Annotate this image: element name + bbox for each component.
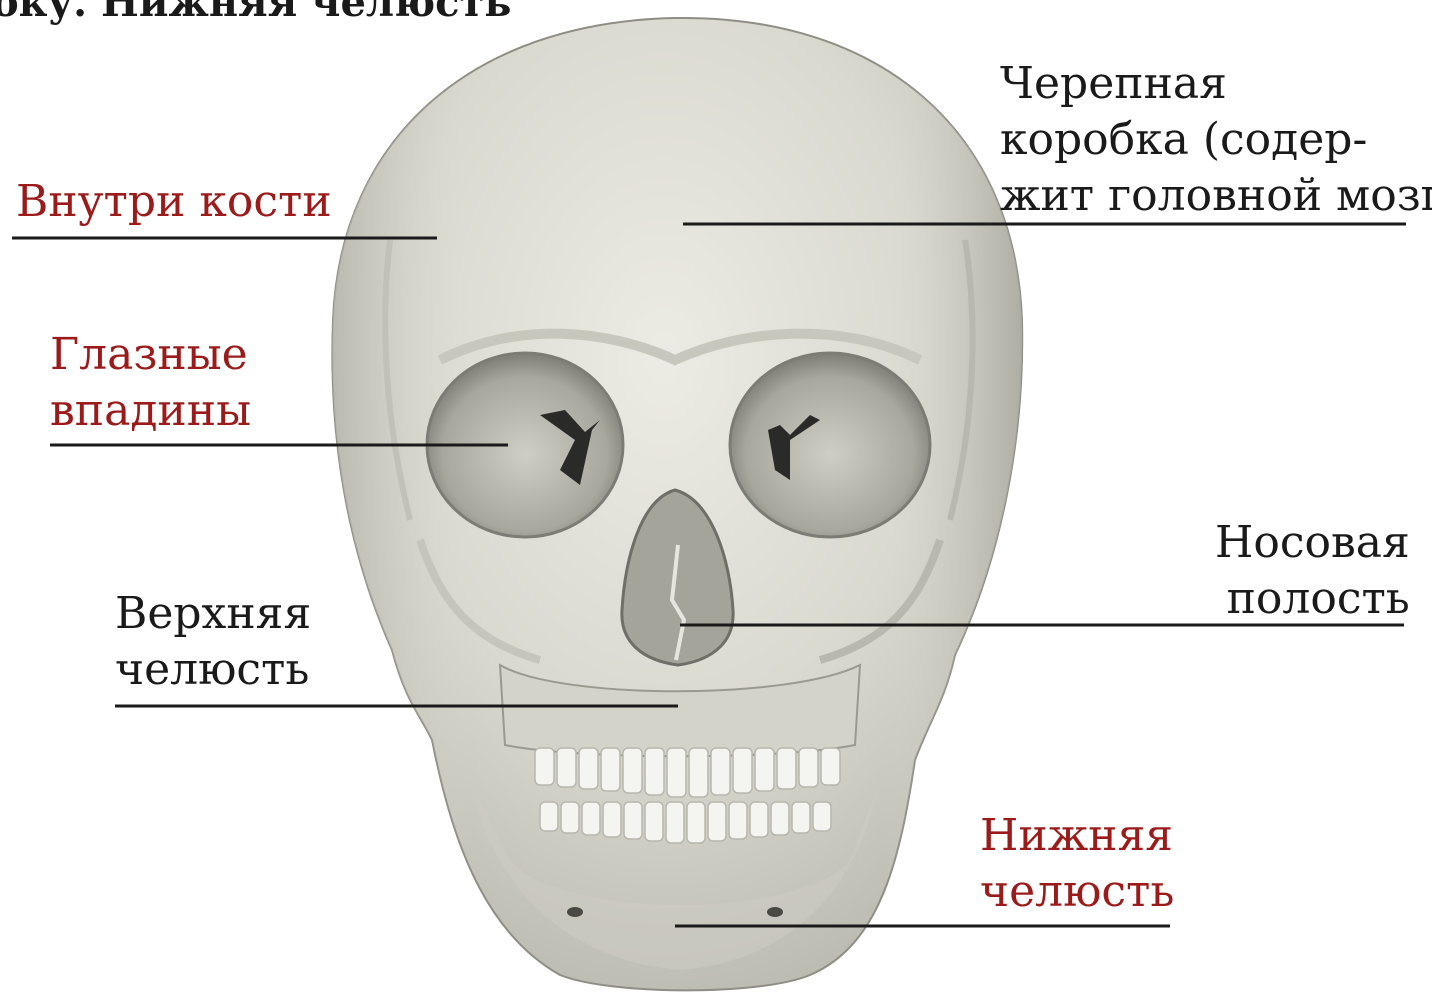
upper-tooth bbox=[799, 748, 818, 787]
lower-tooth bbox=[792, 802, 810, 833]
eye-socket-right bbox=[730, 353, 930, 537]
upper-tooth bbox=[579, 748, 598, 789]
upper-tooth bbox=[777, 748, 796, 789]
upper-tooth bbox=[667, 748, 686, 797]
page-header-title: оку. Нижняя челюсть bbox=[0, 0, 511, 28]
label-eye-sockets: Глазные впадины bbox=[50, 327, 251, 439]
upper-tooth bbox=[557, 748, 576, 787]
upper-tooth bbox=[645, 748, 664, 795]
lower-tooth bbox=[582, 802, 600, 835]
upper-tooth bbox=[689, 748, 708, 797]
upper-tooth bbox=[733, 748, 752, 793]
label-upper-jaw: Верхняя челюсть bbox=[115, 586, 311, 698]
lower-tooth bbox=[645, 802, 663, 841]
lower-tooth bbox=[603, 802, 621, 837]
lower-tooth bbox=[666, 802, 684, 843]
label-lower-jaw: Нижняя челюсть bbox=[980, 808, 1174, 920]
lower-tooth bbox=[624, 802, 642, 839]
upper-tooth bbox=[601, 748, 620, 791]
upper-tooth bbox=[535, 748, 554, 785]
lower-tooth bbox=[813, 802, 831, 831]
upper-tooth bbox=[821, 748, 840, 785]
upper-tooth bbox=[623, 748, 642, 793]
upper-tooth bbox=[755, 748, 774, 791]
lower-tooth bbox=[708, 802, 726, 841]
mental-foramen-left bbox=[567, 907, 583, 917]
lower-tooth bbox=[750, 802, 768, 837]
lower-tooth bbox=[771, 802, 789, 835]
label-inside-bone: Внутри кости bbox=[16, 174, 332, 230]
upper-tooth bbox=[711, 748, 730, 795]
lower-tooth bbox=[729, 802, 747, 839]
mental-foramen-right bbox=[767, 907, 783, 917]
lower-tooth bbox=[687, 802, 705, 843]
label-cranium: Черепная коробка (содер- жит головной мо… bbox=[1000, 56, 1432, 224]
label-nasal-cavity: Носовая полость bbox=[1215, 515, 1410, 627]
lower-tooth bbox=[561, 802, 579, 833]
lower-tooth bbox=[540, 802, 558, 831]
